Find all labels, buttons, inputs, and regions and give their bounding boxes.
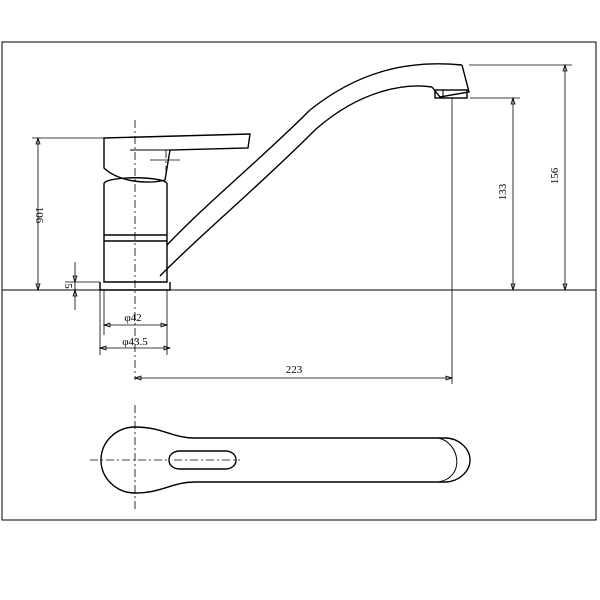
spout-upper xyxy=(166,63,463,246)
spout-aerator xyxy=(431,64,470,98)
dim-133-label: 133 xyxy=(497,183,509,200)
dim-156-label: 156 xyxy=(549,167,561,184)
dim-phi43-5-label: φ43.5 xyxy=(122,336,148,348)
dim-phi42-label: φ42 xyxy=(124,312,141,324)
faucet-body xyxy=(103,183,168,283)
dim-5-label: 5 xyxy=(62,283,74,289)
drawing-frame xyxy=(1,41,597,521)
top-view-slot xyxy=(168,450,237,470)
dim-223-label: 223 xyxy=(286,364,303,376)
dim-106-label: 106 xyxy=(33,207,45,224)
top-view xyxy=(90,405,471,512)
spout-lower xyxy=(159,85,433,277)
side-elevation: 106 5 φ42 φ43.5 223 133 xyxy=(2,63,596,384)
faucet-base xyxy=(99,282,171,291)
lever-handle xyxy=(103,133,251,183)
